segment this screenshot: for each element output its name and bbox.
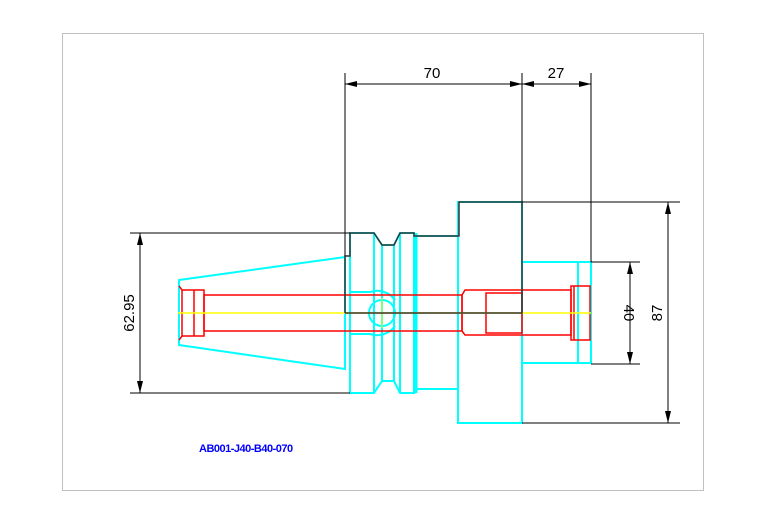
dim-flange-diameter: 62.95 (121, 294, 138, 332)
dim-nose-diameter: 40 (620, 305, 637, 322)
part-number-label: AB001-J40-B40-070 (199, 443, 293, 455)
section-profile (344, 201, 523, 314)
dimension-arrows (137, 81, 671, 423)
taper-shank (178, 255, 346, 371)
dim-length-nose: 27 (548, 65, 565, 82)
dim-length-body: 70 (424, 65, 441, 82)
dimension-lines (130, 73, 680, 424)
dim-body-diameter: 87 (649, 305, 666, 322)
